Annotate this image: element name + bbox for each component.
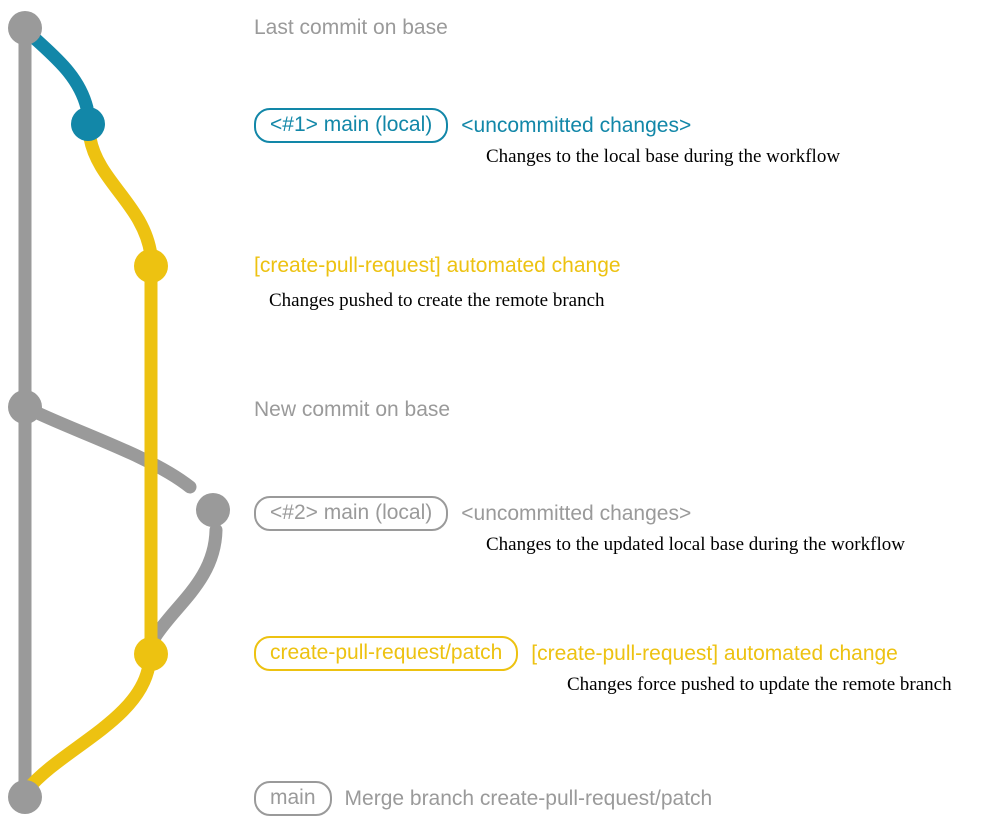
node-patch-create[interactable] (134, 249, 168, 283)
node-base-last-commit[interactable] (8, 11, 42, 45)
base-to-local2-line (18, 400, 197, 494)
commit-title-automated-change-create: [create-pull-request] automated change (254, 254, 621, 277)
local2-to-patch-line (148, 523, 223, 644)
branch-badge-create-pull-request-patch[interactable]: create-pull-request/patch (254, 636, 519, 672)
node-main-local-2[interactable] (196, 493, 230, 527)
commit-title-automated-change-force-push: [create-pull-request] automated change (531, 641, 898, 665)
branch-badge-main-local-1[interactable]: <#1> main (local) (254, 108, 449, 144)
node-base-merge[interactable] (8, 780, 42, 814)
commit-title-merge-branch: Merge branch create-pull-request/patch (344, 786, 713, 810)
commit-description-automated-change-force-push: Changes force pushed to update the remot… (567, 674, 952, 695)
commit-row-main-local-2: <#2> main (local) <uncommitted changes> (254, 496, 692, 532)
commit-description-main-local-1: Changes to the local base during the wor… (486, 146, 841, 167)
commit-row-create-pull-request-patch: create-pull-request/patch [create-pull-r… (254, 636, 898, 672)
node-base-new-commit[interactable] (8, 390, 42, 424)
section-label-new-commit-on-base: New commit on base (254, 398, 451, 421)
patch-to-merge-line (20, 658, 156, 797)
commit-title-main-local-1: <uncommitted changes> (461, 113, 692, 137)
branch-badge-main[interactable]: main (254, 781, 332, 817)
commit-description-automated-change-create: Changes pushed to create the remote bran… (269, 290, 605, 311)
section-label-last-commit-on-base: Last commit on base (254, 16, 448, 39)
node-main-local-1[interactable] (71, 107, 105, 141)
commit-title-main-local-2: <uncommitted changes> (461, 501, 692, 525)
commit-row-main-local-1: <#1> main (local) <uncommitted changes> (254, 108, 692, 144)
base-to-local1-line (19, 23, 94, 115)
node-patch-force-push[interactable] (134, 637, 168, 671)
commit-description-main-local-2: Changes to the updated local base during… (486, 534, 905, 555)
commit-row-merge-branch: main Merge branch create-pull-request/pa… (254, 781, 713, 817)
local1-to-patch-line (83, 131, 158, 262)
branch-badge-main-local-2[interactable]: <#2> main (local) (254, 496, 449, 532)
